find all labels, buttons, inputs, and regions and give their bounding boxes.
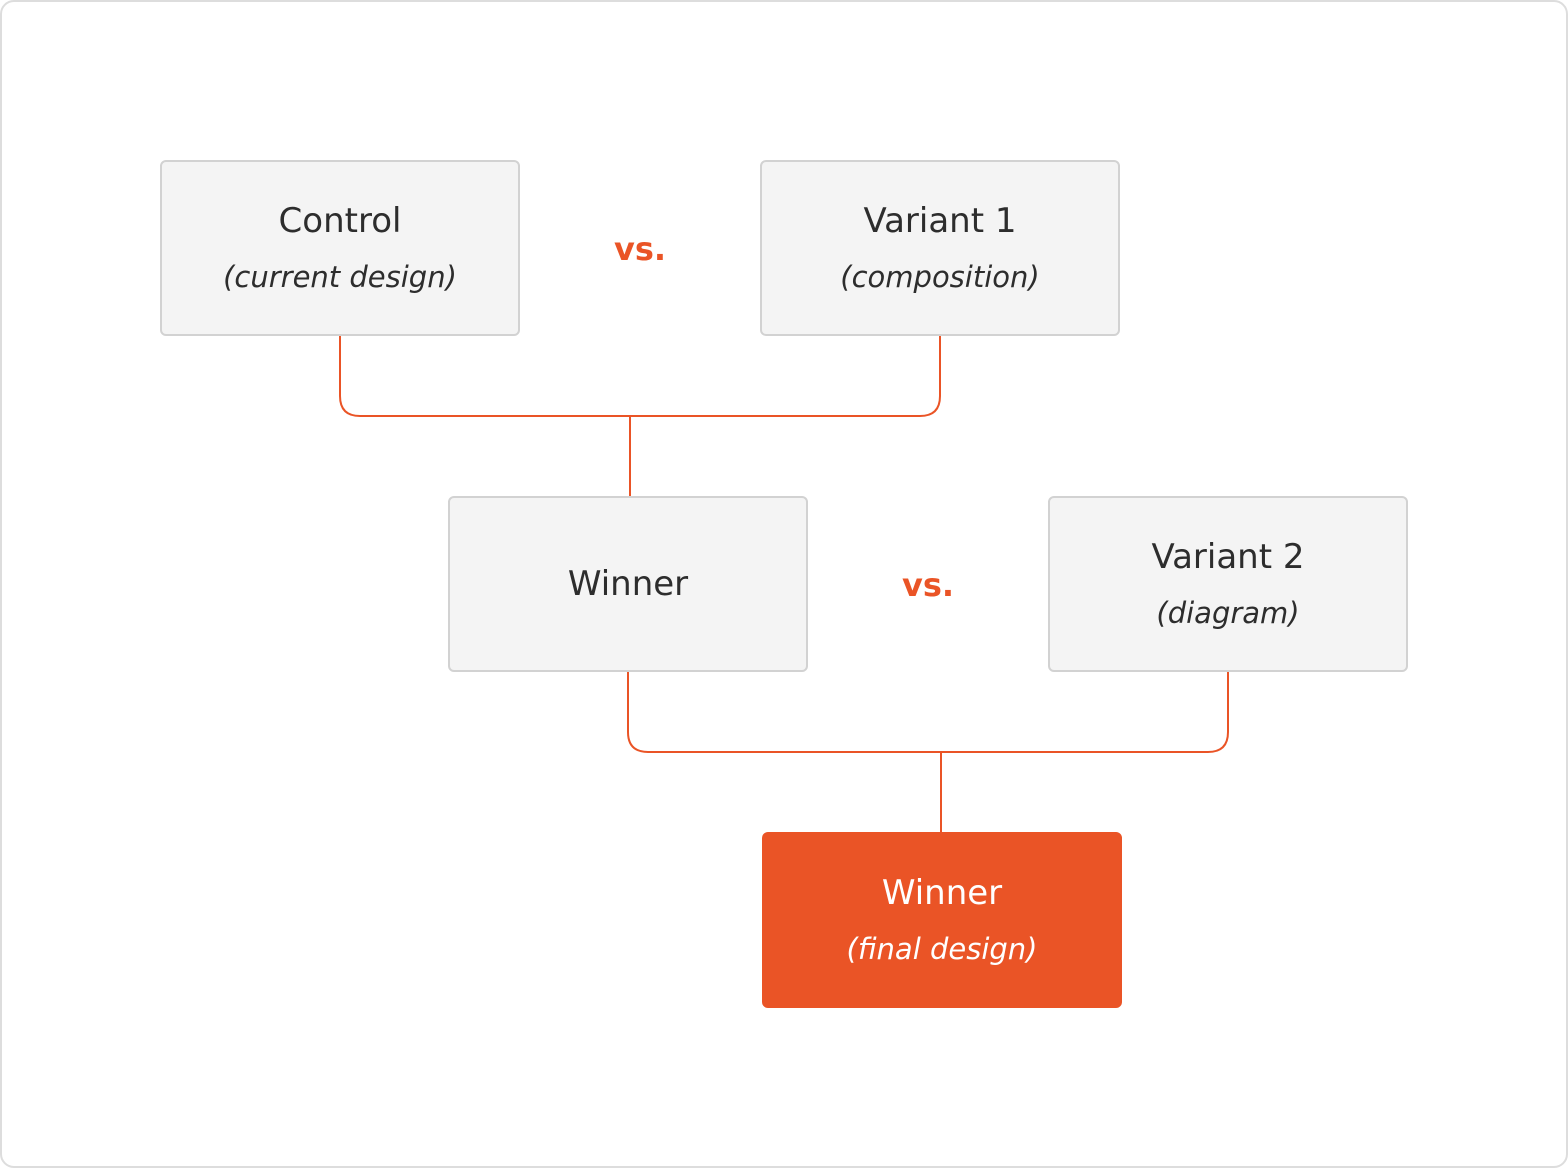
variant1-subtitle: (composition) bbox=[840, 260, 1040, 294]
variant1-title: Variant 1 bbox=[863, 201, 1017, 241]
vs-label-round2: vs. bbox=[901, 566, 955, 604]
winner-round1-box: Winner bbox=[448, 496, 808, 672]
variant2-box: Variant 2 (diagram) bbox=[1048, 496, 1408, 672]
variant2-title: Variant 2 bbox=[1151, 537, 1305, 577]
connector-round1 bbox=[339, 336, 941, 417]
winner-round1-title: Winner bbox=[567, 564, 689, 604]
vs-label-round1: vs. bbox=[613, 230, 667, 268]
variant2-subtitle: (diagram) bbox=[1156, 596, 1300, 630]
control-box: Control (current design) bbox=[160, 160, 520, 336]
variant1-box: Variant 1 (composition) bbox=[760, 160, 1120, 336]
control-subtitle: (current design) bbox=[223, 260, 457, 294]
control-title: Control bbox=[278, 201, 402, 241]
final-winner-subtitle: (final design) bbox=[846, 932, 1038, 966]
final-winner-box: Winner (final design) bbox=[762, 832, 1122, 1008]
connector-round2 bbox=[627, 672, 1229, 753]
final-winner-title: Winner bbox=[881, 873, 1003, 913]
